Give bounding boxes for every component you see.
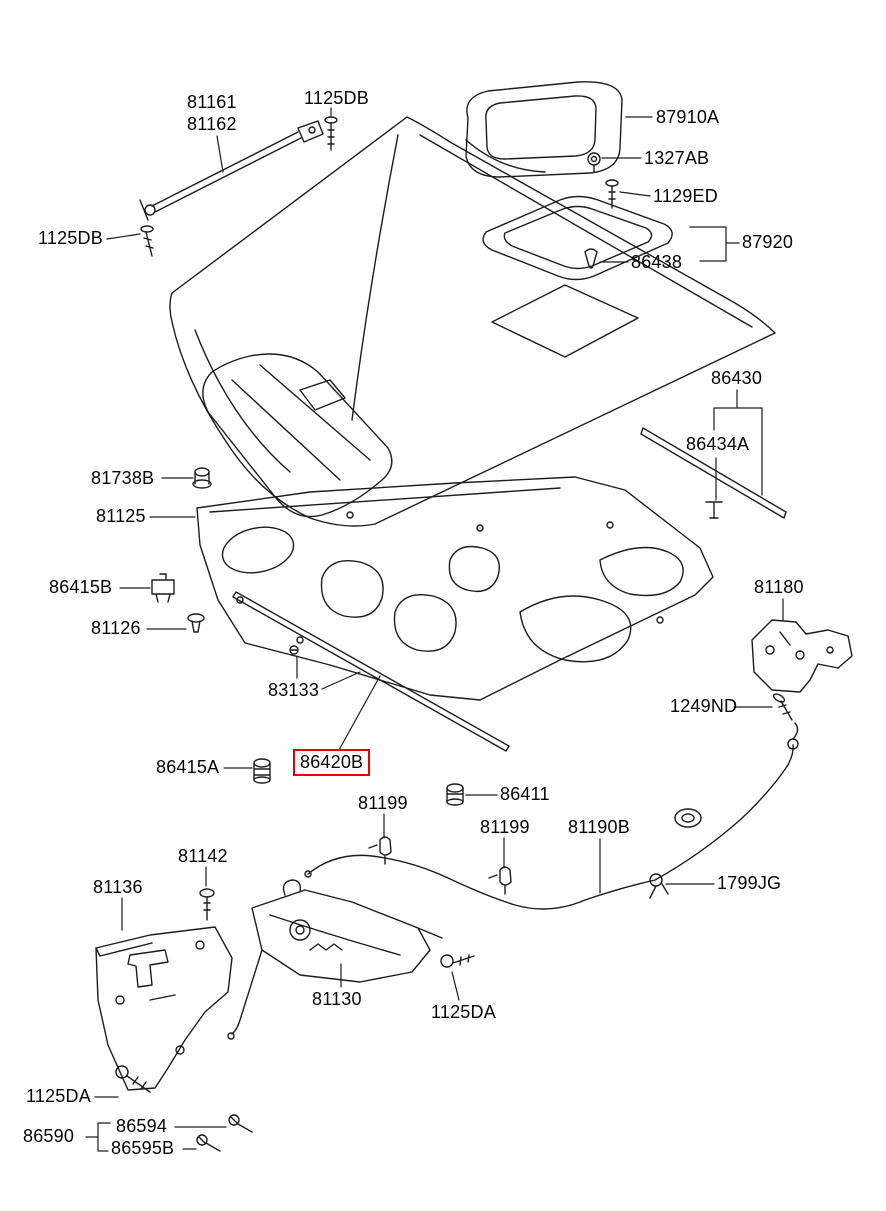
part-label-86434a[interactable]: 86434A: [686, 434, 750, 454]
part-label-81162[interactable]: 81162: [187, 114, 237, 134]
bolt-1129ed: [605, 179, 619, 209]
part-label-86595b[interactable]: 86595B: [111, 1138, 175, 1158]
leader-lines: [85, 107, 784, 1152]
part-label-1799jg[interactable]: 1799JG: [717, 873, 782, 893]
hood-seal-strip: [232, 591, 510, 752]
part-label-87910a[interactable]: 87910A: [656, 107, 720, 127]
part-label-86430[interactable]: 86430: [711, 368, 763, 388]
part-label-81161[interactable]: 81161: [187, 92, 237, 112]
bumper-81738b: [192, 467, 212, 489]
latch-bracket-81136: [95, 926, 233, 1091]
part-label-1327ab[interactable]: 1327AB: [644, 148, 710, 168]
bolt-1125da-right: [440, 954, 475, 968]
part-label-86438[interactable]: 86438: [631, 252, 683, 272]
part-label-81142[interactable]: 81142: [178, 846, 228, 866]
handle-bracket-81180: [751, 619, 853, 693]
screw-86595b: [196, 1134, 221, 1152]
bolt-1125db-left: [140, 225, 154, 257]
clip-86438: [584, 248, 598, 269]
bolt-81142: [199, 888, 215, 921]
part-label-81125[interactable]: 81125: [96, 506, 146, 526]
hood-lifter-strut: [139, 120, 324, 221]
part-label-1129ed[interactable]: 1129ED: [653, 186, 718, 206]
part-label-1125da-left[interactable]: 1125DA: [26, 1086, 91, 1106]
clip-86434a: [705, 501, 723, 519]
clip-86415b: [151, 573, 175, 603]
clip-86415a: [253, 758, 271, 784]
insulator-pad: [196, 476, 714, 701]
clip-1799jg: [649, 873, 669, 899]
part-label-1249nd[interactable]: 1249ND: [670, 696, 738, 716]
screw-86594: [228, 1114, 253, 1133]
bolt-1125da-left: [115, 1065, 151, 1093]
grommet-86411: [446, 783, 464, 806]
part-label-1125da-right[interactable]: 1125DA: [431, 1002, 496, 1022]
part-label-81199-2[interactable]: 81199: [480, 817, 530, 837]
part-label-87920[interactable]: 87920: [742, 232, 794, 252]
bolt-1125db-top: [324, 116, 338, 151]
part-label-86420b-highlighted[interactable]: 86420B: [293, 749, 371, 776]
part-label-86594[interactable]: 86594: [116, 1116, 168, 1136]
part-label-81130[interactable]: 81130: [312, 989, 362, 1009]
part-label-81190b[interactable]: 81190B: [568, 817, 630, 837]
weatherstrip-86430: [640, 427, 787, 519]
part-label-81180[interactable]: 81180: [754, 577, 804, 597]
part-label-1125db-top[interactable]: 1125DB: [304, 88, 369, 108]
part-label-81199-1[interactable]: 81199: [358, 793, 408, 813]
part-label-81738b[interactable]: 81738B: [91, 468, 155, 488]
hood-panel: [169, 116, 776, 527]
part-label-86415a[interactable]: 86415A: [156, 757, 220, 777]
grommet-81126: [187, 613, 205, 633]
nut-1327ab: [587, 152, 601, 173]
hood-scoop-garnish: [465, 81, 623, 178]
part-label-1125db-left[interactable]: 1125DB: [38, 228, 103, 248]
release-cable: [304, 722, 799, 910]
clip-81199-2: [488, 866, 512, 895]
part-label-83133[interactable]: 83133: [268, 680, 320, 700]
scoop-gasket: [482, 195, 673, 281]
hood-latch: [227, 879, 443, 1040]
part-label-81136[interactable]: 81136: [93, 877, 143, 897]
clip-81199-1: [368, 836, 392, 865]
part-label-86411[interactable]: 86411: [500, 784, 550, 804]
part-label-81126[interactable]: 81126: [91, 618, 141, 638]
part-label-86590[interactable]: 86590: [23, 1126, 75, 1146]
screw-1249nd: [772, 693, 793, 721]
part-label-86415b[interactable]: 86415B: [49, 577, 113, 597]
